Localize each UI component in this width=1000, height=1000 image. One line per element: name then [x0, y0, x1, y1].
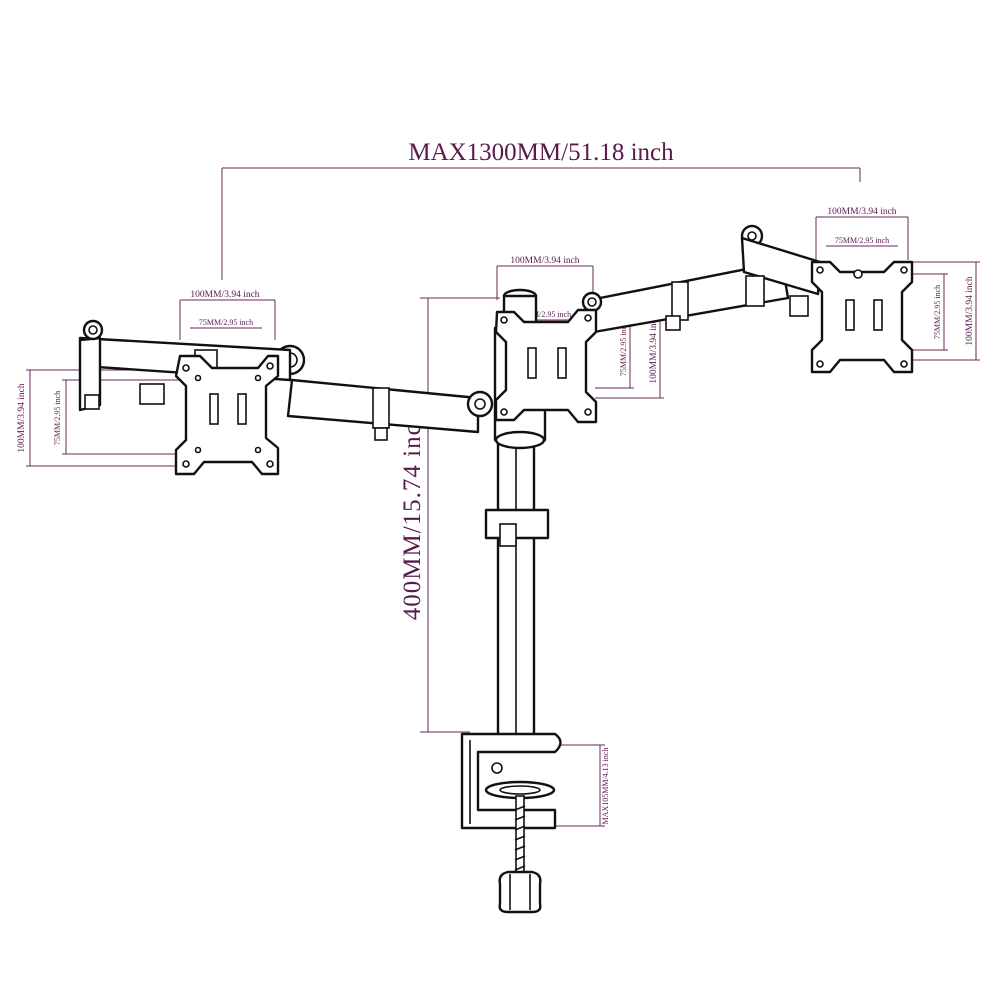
mounting-pole [484, 438, 550, 742]
clamp-screw [514, 795, 526, 881]
left-vesa-100-h: 100MM/3.94 inch [190, 290, 259, 300]
right-vesa-dimensions: 100MM/3.94 inch 75MM/2.95 inch 100MM/3.9… [815, 207, 980, 361]
right-vesa-100-h: 100MM/3.94 inch [827, 207, 896, 217]
right-vesa-plate [810, 260, 914, 374]
center-vesa-plate [494, 308, 598, 424]
right-arm [588, 224, 822, 334]
center-vesa-75-v: 75MM/2.95 inch [619, 322, 628, 376]
clamp-knob [498, 870, 542, 914]
right-vesa-75-h: 75MM/2.95 inch [835, 236, 889, 245]
max-width-label: MAX1300MM/51.18 inch [408, 139, 674, 166]
center-vesa-100-v: 100MM/3.94 inch [649, 314, 659, 383]
center-vesa-100-h: 100MM/3.94 inch [510, 256, 579, 266]
desk-clamp [460, 732, 562, 914]
pole-height-dimension: 400MM/15.74 inch [399, 297, 500, 733]
right-vesa-75-v: 75MM/2.95 inch [933, 285, 942, 339]
right-vesa-100-v: 100MM/3.94 inch [965, 276, 975, 345]
max-width-dimension: MAX1300MM/51.18 inch [221, 139, 861, 280]
center-vesa-75-h: 75MM/2.95 inch [517, 310, 571, 319]
left-vesa-75-v: 75MM/2.95 inch [53, 391, 62, 445]
left-vesa-100-v: 100MM/3.94 inch [17, 383, 27, 452]
left-vesa-75-h: 75MM/2.95 inch [199, 318, 253, 327]
clamp-dimension: MAX105MM/4.13 inch [555, 744, 610, 827]
pole-height-label: 400MM/15.74 inch [399, 410, 426, 620]
left-vesa-plate [174, 354, 280, 476]
clamp-max-label: MAX105MM/4.13 inch [601, 748, 610, 825]
